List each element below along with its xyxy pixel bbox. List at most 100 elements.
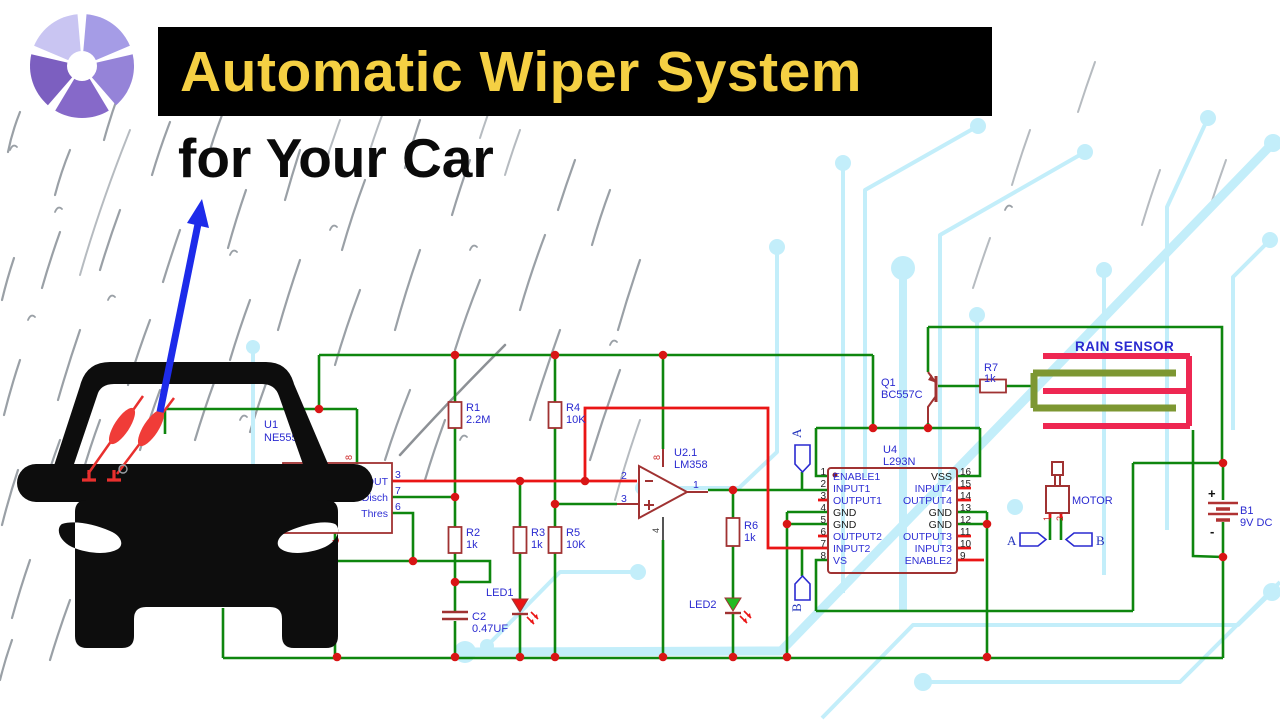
- flag-a-motor: [1019, 532, 1048, 547]
- u4-num-3: 3: [820, 491, 826, 502]
- flag-a-down: [794, 444, 811, 474]
- capacitor-c2: C2 0.47UF: [442, 610, 508, 635]
- u1-ref: U1: [264, 419, 278, 431]
- pcb-trace-thick: [464, 139, 1277, 657]
- rain-flecks: [9, 82, 1013, 441]
- resistor-labels: R1 2.2M R4 10K R2 1k R3 1k R5 10K R6 1k …: [466, 362, 998, 551]
- r1-val: 2.2M: [466, 414, 490, 426]
- u2-n4: 4: [651, 528, 661, 533]
- b1-val: 9V DC: [1240, 517, 1272, 529]
- flag-b-motor-label: B: [1096, 533, 1105, 548]
- b1-ref: B1: [1240, 505, 1253, 517]
- wiper-right: [107, 397, 175, 482]
- resistor-r6: [725, 517, 741, 547]
- u4-pin-output2: OUTPUT2: [833, 531, 882, 543]
- q1-part: BC557C: [881, 389, 923, 401]
- led2: LED2: [689, 597, 752, 624]
- resistor-r2: [447, 526, 463, 554]
- u1-n6: 6: [395, 501, 401, 513]
- r2-ref: R2: [466, 527, 480, 539]
- u4-num-13: 13: [960, 503, 972, 514]
- flag-b-motor: [1064, 532, 1093, 547]
- r4-ref: R4: [566, 402, 580, 414]
- led1-label: LED1: [486, 587, 514, 599]
- rain-sensor-label: RAIN SENSOR: [1075, 339, 1174, 354]
- resistor-r5: [547, 526, 563, 554]
- u4-pin-enable1: ENABLE1: [833, 471, 880, 483]
- wires-red: [392, 406, 1063, 562]
- flag-b-up: [794, 574, 811, 601]
- resistors: [447, 378, 1007, 554]
- arrow-head: [187, 199, 209, 228]
- u4-num-12: 12: [960, 515, 972, 526]
- u4-num-9: 9: [960, 551, 966, 562]
- transistor-q1: Q1 BC557C: [881, 371, 938, 423]
- rain-sensor: RAIN SENSOR: [1030, 339, 1192, 429]
- car-body: [58, 500, 339, 648]
- title-banner: Automatic Wiper System: [158, 27, 992, 116]
- u4-num-7: 7: [820, 539, 826, 550]
- arrow-annotation: [156, 199, 209, 413]
- car-greenhouse: [50, 362, 334, 478]
- u2-n2: 2: [621, 470, 627, 482]
- u4-pin-gnd13: GND: [929, 507, 953, 519]
- u4-num-2: 2: [820, 479, 826, 490]
- ic-l293n: U4 L293N ENABLE1 INPUT1 OUTPUT1 GND GND …: [820, 444, 972, 574]
- wiper-left: [82, 395, 145, 482]
- u2-part: LM358: [674, 459, 708, 471]
- motor-p2: 2: [1055, 516, 1065, 521]
- u4-num-4: 4: [820, 503, 826, 514]
- logo-icon: [29, 14, 135, 119]
- u4-pin-gnd4: GND: [833, 507, 857, 519]
- pcb-trace-lines: [251, 117, 1280, 720]
- u2-n8: 8: [652, 455, 662, 460]
- c2-val: 0.47UF: [472, 623, 508, 635]
- u4-pin-gnd5: GND: [833, 519, 857, 531]
- u1-n8: 8: [344, 455, 354, 460]
- u4-pin-vs: VS: [833, 555, 847, 567]
- resistor-r3: [512, 526, 528, 554]
- r7-val: 1k: [984, 373, 996, 385]
- u4-num-6: 6: [820, 527, 826, 538]
- circuit-schematic: U1 NE555 OUT Disch Thres 3 7 6 2 8 1 R1 …: [163, 325, 1272, 662]
- net-flags: [794, 444, 1093, 601]
- motor: MOTOR 1 2: [1042, 461, 1113, 521]
- u4-pin-input3: INPUT3: [915, 543, 953, 555]
- u4-pin-enable2: ENABLE2: [905, 555, 952, 567]
- r5-ref: R5: [566, 527, 580, 539]
- r3-ref: R3: [531, 527, 545, 539]
- u4-pin-input2: INPUT2: [833, 543, 871, 555]
- c2-ref: C2: [472, 611, 486, 623]
- resistor-r1: [447, 401, 463, 429]
- u1-pin-thres: Thres: [361, 508, 388, 520]
- u2-n1: 1: [693, 479, 699, 491]
- u1-n7: 7: [395, 485, 401, 497]
- car-illustration: [17, 362, 373, 648]
- r4-val: 10K: [566, 414, 586, 426]
- u4-pin-input1: INPUT1: [833, 483, 871, 495]
- u2-n3: 3: [621, 493, 627, 505]
- u4-num-15: 15: [960, 479, 972, 490]
- r5-val: 10K: [566, 539, 586, 551]
- u4-pin-output1: OUTPUT1: [833, 495, 882, 507]
- pcb-traces: [246, 110, 1280, 720]
- led2-label: LED2: [689, 599, 717, 611]
- battery-minus: -: [1210, 524, 1214, 539]
- junction-dots: [314, 350, 1228, 662]
- u4-num-10: 10: [960, 539, 972, 550]
- battery-plus: +: [1208, 486, 1216, 501]
- led1: LED1: [486, 587, 539, 625]
- u4-ref: U4: [883, 444, 897, 456]
- page-title: Automatic Wiper System: [180, 39, 862, 104]
- r1-ref: R1: [466, 402, 480, 414]
- pcb-trace-pads: [246, 110, 1280, 691]
- resistor-r4: [547, 401, 563, 429]
- u4-num-8: 8: [820, 551, 826, 562]
- resistor-r7: [979, 378, 1007, 394]
- u4-num-14: 14: [960, 491, 972, 502]
- flag-a-label: A: [789, 428, 804, 438]
- r6-val: 1k: [744, 532, 756, 544]
- u4-num-1: 1: [820, 467, 826, 478]
